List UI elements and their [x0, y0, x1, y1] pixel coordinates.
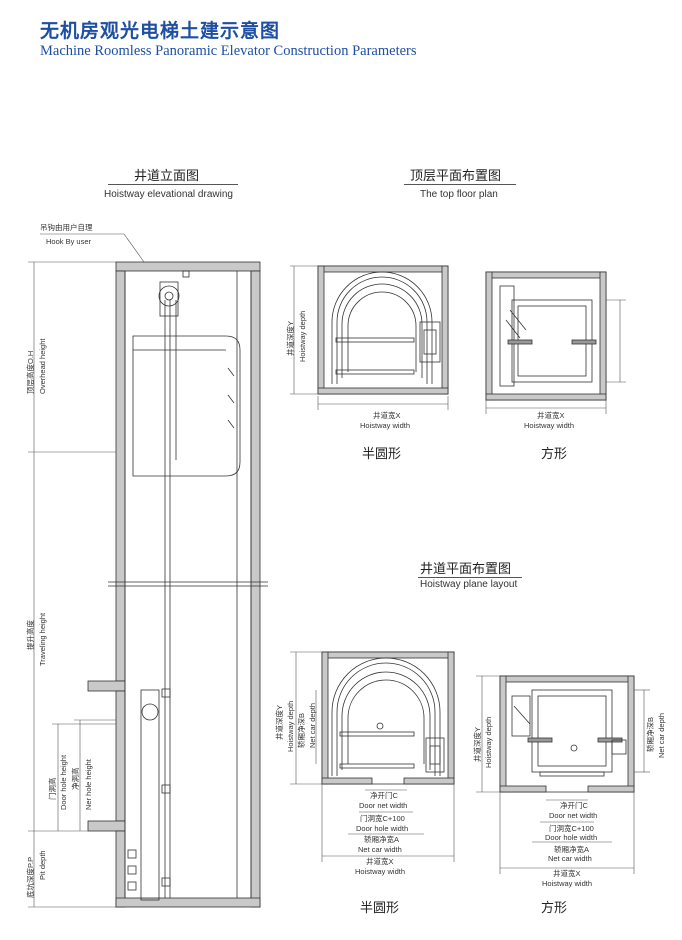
- top-semi-car: [347, 291, 417, 372]
- top-floor-semicircle: [317, 265, 449, 395]
- layout-semi-net-car-w-en: Net car width: [358, 845, 402, 854]
- elevation-title-rule: [108, 184, 238, 185]
- layout-square-car-depth-cn: 轿厢净深B: [645, 717, 655, 752]
- elevation-title-en: Hoistway elevational drawing: [104, 189, 233, 200]
- layout-semi-net-car-w-cn: 轿厢净宽A: [364, 834, 399, 844]
- elevator-car: [132, 335, 241, 477]
- top-semi-outer-arc: [331, 271, 433, 384]
- landing-floor-lower: [87, 820, 126, 832]
- layout-square-dimensions: [476, 675, 650, 874]
- layout-semicircle-label: 半圆形: [360, 901, 400, 916]
- top-floor-title-cn: 顶层平面布置图: [410, 169, 502, 184]
- page-subtitle: Machine Roomless Panoramic Elevator Cons…: [40, 43, 417, 59]
- layout-square-width-en: Hoistway width: [542, 879, 592, 888]
- top-floor-title-rule: [404, 184, 516, 185]
- travel-label-cn: 提升高度: [25, 620, 35, 650]
- overhead-label-en: Overhead height: [38, 338, 47, 394]
- top-semi-dimensions: [290, 265, 449, 410]
- travel-label-en: Traveling height: [38, 612, 47, 666]
- door-hole-label-en: Door hole height: [59, 754, 68, 810]
- layout-square-shaft: [499, 675, 635, 793]
- layout-square-door-net-cn: 净开门C: [560, 800, 588, 810]
- net-hole-label-en: Ner hole height: [84, 758, 93, 810]
- layout-semi-door-net-en: Door net width: [359, 801, 407, 810]
- layout-semi-depth-en: Hoistway depth: [286, 701, 295, 752]
- top-square-width-cn: 井道宽X: [537, 410, 565, 420]
- layout-semicircle: [321, 651, 455, 785]
- layout-square-door-net-en: Door net width: [549, 811, 597, 820]
- top-square-width-en: Hoistway width: [524, 421, 574, 430]
- elevation-dimensions: [28, 233, 145, 908]
- pit-floor: [115, 897, 261, 908]
- hook-label-cn: 吊钩由用户自理: [40, 222, 93, 232]
- layout-semi-outer-arc: [331, 657, 441, 776]
- layout-semi-car-depth-cn: 轿厢净深B: [296, 713, 306, 748]
- top-semi-width-en: Hoistway width: [360, 421, 410, 430]
- top-square-shaft: [485, 271, 607, 401]
- top-semi-depth-en: Hoistway depth: [298, 311, 307, 362]
- layout-square-car-depth-en: Net car depth: [657, 713, 666, 758]
- plane-layout-title-rule: [418, 577, 522, 578]
- layout-semi-door-net-cn: 净开门C: [370, 790, 398, 800]
- hook-label-en: Hook By user: [46, 237, 92, 246]
- left-wall-upper: [115, 270, 126, 682]
- layout-square-label: 方形: [541, 901, 568, 916]
- right-wall: [250, 270, 261, 908]
- overhead-label-cn: 顶层高度O.H: [25, 351, 35, 394]
- top-square-dimensions: [485, 299, 626, 414]
- layout-square-depth-cn: 井道深度Y: [472, 727, 482, 762]
- layout-square-net-car-w-en: Net car width: [548, 854, 592, 863]
- traction-sheave: [158, 285, 180, 307]
- elevation-title-cn: 井道立面图: [134, 169, 200, 184]
- top-semicircle-label: 半圆形: [362, 447, 402, 462]
- layout-square-door-hole-cn: 门洞宽C+100: [549, 823, 594, 833]
- door-hole-label-cn: 门洞高: [47, 777, 57, 800]
- layout-semi-depth-cn: 井道深度Y: [274, 705, 284, 740]
- page-title: 无机房观光电梯土建示意图: [40, 20, 281, 42]
- layout-semi-width-cn: 井道宽X: [366, 856, 394, 866]
- plane-layout-title-cn: 井道平面布置图: [420, 562, 512, 577]
- plane-layout-title-en: Hoistway plane layout: [420, 579, 518, 590]
- layout-square-width-cn: 井道宽X: [553, 868, 581, 878]
- net-hole-label-cn: 净洞高: [70, 767, 80, 790]
- hoistway-elevation: [87, 261, 268, 908]
- layout-square-car: [531, 689, 613, 773]
- pit-label-en: Pit depth: [38, 850, 47, 880]
- layout-square: [499, 675, 635, 793]
- top-semi-width-cn: 井道宽X: [373, 410, 401, 420]
- top-semi-depth-cn: 井道深度Y: [285, 321, 295, 356]
- layout-semi-width-en: Hoistway width: [355, 867, 405, 876]
- left-wall-pit: [115, 830, 126, 908]
- top-floor-title-en: The top floor plan: [420, 189, 498, 200]
- top-slab: [115, 261, 261, 272]
- top-floor-square: [485, 271, 607, 401]
- layout-semi-car-depth-en: Net car depth: [308, 703, 317, 748]
- layout-semi-door-hole-cn: 门洞宽C+100: [360, 813, 405, 823]
- layout-square-depth-en: Hoistway depth: [484, 717, 493, 768]
- layout-square-net-car-w-cn: 轿厢净宽A: [554, 844, 589, 854]
- layout-semi-dimensions: [290, 651, 455, 862]
- counterweight: [140, 689, 160, 901]
- layout-semi-door-hole-en: Door hole width: [356, 824, 408, 833]
- landing-floor-upper: [87, 680, 126, 692]
- pit-label-cn: 底坑深度P.P: [25, 857, 35, 898]
- layout-semi-car: [347, 679, 425, 764]
- left-wall-mid: [115, 690, 126, 822]
- machine-unit: [159, 281, 179, 317]
- top-square-label: 方形: [541, 447, 568, 462]
- layout-square-door-hole-en: Door hole width: [545, 833, 597, 842]
